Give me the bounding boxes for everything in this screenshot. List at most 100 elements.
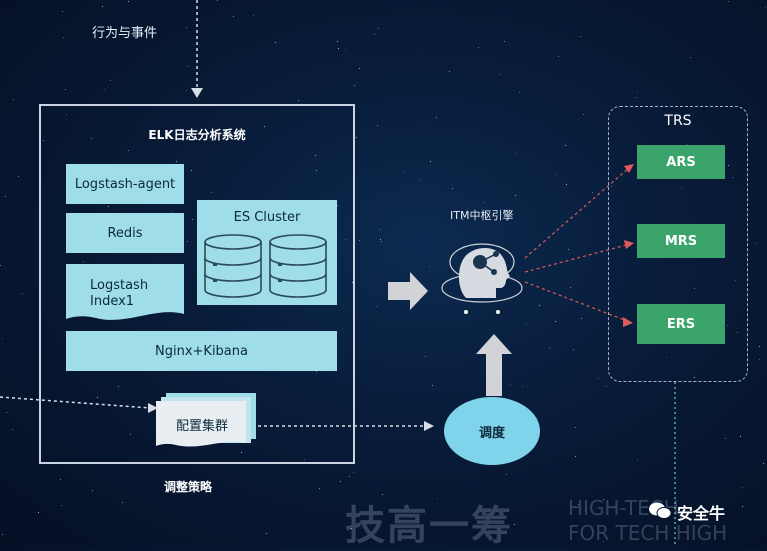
star xyxy=(316,371,317,372)
star xyxy=(549,348,550,349)
star xyxy=(436,117,437,118)
star xyxy=(128,150,129,151)
star xyxy=(759,359,760,360)
star xyxy=(510,384,511,385)
star xyxy=(6,412,7,413)
star xyxy=(687,144,688,145)
star xyxy=(128,1,129,2)
star xyxy=(690,57,691,58)
trs-item-ers: ERS xyxy=(637,304,725,344)
star xyxy=(315,155,316,156)
elk-title: ELK日志分析系统 xyxy=(148,128,246,142)
star xyxy=(680,517,681,518)
star xyxy=(13,99,14,100)
star xyxy=(566,184,567,185)
star xyxy=(575,427,576,428)
star xyxy=(558,56,559,57)
adjust-strategy-label: 调整策略 xyxy=(164,480,213,494)
star xyxy=(191,170,192,171)
star xyxy=(380,229,381,230)
star xyxy=(555,174,556,175)
star xyxy=(603,541,604,542)
star xyxy=(504,41,505,42)
star xyxy=(419,180,420,181)
star xyxy=(351,528,352,529)
star xyxy=(425,356,426,357)
itm-head-icon xyxy=(441,243,523,314)
star xyxy=(737,332,738,333)
star xyxy=(359,68,360,69)
star xyxy=(233,16,234,17)
star xyxy=(526,324,527,325)
star xyxy=(452,188,453,189)
star xyxy=(353,472,354,473)
trs-item-mrs: MRS xyxy=(637,224,725,258)
star xyxy=(763,463,764,464)
star xyxy=(378,28,379,29)
star xyxy=(192,219,193,220)
star xyxy=(506,474,507,475)
star xyxy=(253,15,254,16)
star xyxy=(345,239,346,240)
star xyxy=(337,205,338,206)
star xyxy=(338,48,339,49)
star xyxy=(63,37,64,38)
star xyxy=(110,80,111,81)
star xyxy=(478,47,479,48)
star xyxy=(122,502,123,503)
star xyxy=(176,161,177,162)
star xyxy=(432,385,433,386)
star xyxy=(0,265,1,266)
star xyxy=(637,92,638,93)
star xyxy=(581,318,582,319)
watermark-cn: 技高一筹 xyxy=(345,503,513,549)
star xyxy=(515,195,516,196)
star xyxy=(356,137,357,138)
star xyxy=(349,476,350,477)
star xyxy=(742,487,743,488)
star xyxy=(755,243,756,244)
star xyxy=(217,0,218,1)
star xyxy=(43,140,44,141)
star xyxy=(340,481,341,482)
star xyxy=(171,212,172,213)
star xyxy=(2,534,3,535)
star xyxy=(380,239,381,240)
star xyxy=(583,114,584,115)
nginx-kibana-box: Nginx+Kibana xyxy=(66,331,337,371)
es-cluster-box: ES Cluster xyxy=(197,200,337,305)
star xyxy=(728,1,729,2)
trs-title: TRS xyxy=(664,113,692,129)
star xyxy=(91,138,92,139)
itm-label: ITM中枢引擎 xyxy=(450,209,514,222)
star xyxy=(580,36,581,37)
star xyxy=(374,34,375,35)
star xyxy=(102,6,103,7)
database-icons xyxy=(204,234,327,298)
star xyxy=(515,153,516,154)
star xyxy=(681,188,682,189)
star xyxy=(382,494,383,495)
star xyxy=(735,280,736,281)
star xyxy=(404,171,405,172)
schedule-node: 调度 xyxy=(444,397,540,465)
elk-system-frame: ELK日志分析系统 xyxy=(39,104,355,464)
star xyxy=(12,429,13,430)
star xyxy=(66,114,67,115)
star xyxy=(740,436,741,437)
star xyxy=(97,397,98,398)
top-label: 行为与事件 xyxy=(92,26,158,41)
star xyxy=(316,170,317,171)
star xyxy=(187,241,188,242)
brand-name: 安全牛 xyxy=(677,504,726,523)
star xyxy=(18,176,19,177)
star xyxy=(236,132,237,133)
star xyxy=(65,89,66,90)
star xyxy=(565,145,566,146)
star xyxy=(637,460,638,461)
star xyxy=(2,338,3,339)
logstash-index-shape xyxy=(66,264,184,320)
star xyxy=(603,499,604,500)
star xyxy=(5,196,6,197)
